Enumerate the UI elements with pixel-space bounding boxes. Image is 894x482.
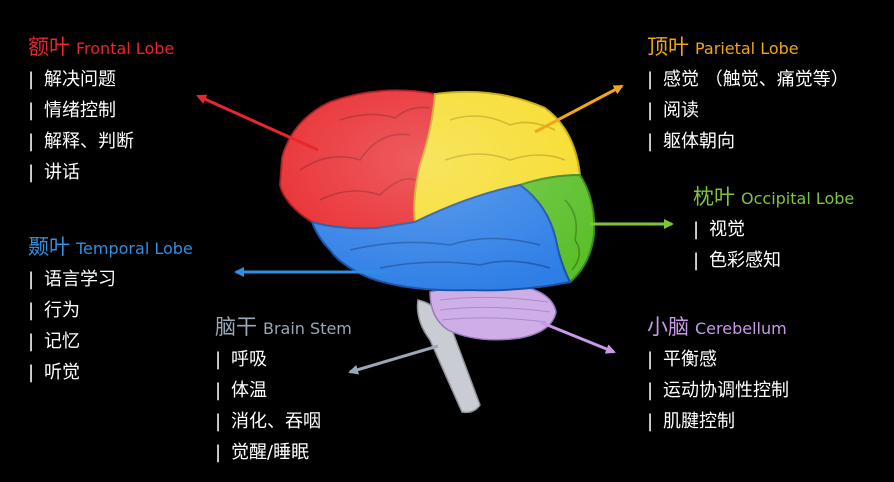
cerebellum-arrow	[539, 320, 616, 354]
occipital-lobe-label: 枕叶 Occipital Lobe |视觉 |色彩感知	[693, 184, 854, 282]
list-item: |行为	[28, 300, 80, 321]
parietal-title-en: Parietal Lobe	[695, 39, 799, 58]
parietal-title-zh: 顶叶	[647, 35, 689, 59]
list-item: |感觉 （触觉、痛觉等）	[647, 69, 849, 90]
temporal-title-en: Temporal Lobe	[76, 239, 193, 258]
brain-shine	[280, 90, 595, 291]
temporal-title-zh: 颞叶	[28, 235, 70, 259]
list-item: |呼吸	[215, 349, 267, 370]
frontal-title-zh: 额叶	[28, 35, 70, 59]
parietal-arrow	[534, 84, 624, 134]
list-item: |平衡感	[647, 349, 717, 370]
list-item: |觉醒/睡眠	[215, 442, 310, 463]
list-item: |体温	[215, 380, 267, 401]
cerebellum-title: 小脑 Cerebellum	[647, 314, 789, 342]
brainstem-title-zh: 脑干	[215, 315, 257, 339]
list-item: |解决问题	[28, 69, 116, 90]
parietal-lobe-title: 顶叶 Parietal Lobe	[647, 34, 849, 62]
occipital-title-en: Occipital Lobe	[741, 189, 855, 208]
cerebellum-label: 小脑 Cerebellum |平衡感 |运动协调性控制 |肌腱控制	[647, 314, 789, 443]
list-item: |讲话	[28, 162, 80, 183]
list-item: |解释、判断	[28, 131, 134, 152]
list-item: |视觉	[693, 219, 745, 240]
list-item: |听觉	[28, 362, 80, 383]
brainstem-title-en: Brain Stem	[263, 319, 352, 338]
list-item: |阅读	[647, 100, 699, 121]
parietal-lobe-label: 顶叶 Parietal Lobe |感觉 （触觉、痛觉等） |阅读 |躯体朝向	[647, 34, 849, 163]
frontal-lobe-title: 额叶 Frontal Lobe	[28, 34, 174, 62]
temporal-lobe-label: 颞叶 Temporal Lobe |语言学习 |行为 |记忆 |听觉	[28, 234, 193, 394]
list-item: |语言学习	[28, 269, 116, 290]
cerebellum-title-zh: 小脑	[647, 315, 689, 339]
list-item: |情绪控制	[28, 100, 116, 121]
occipital-title-zh: 枕叶	[693, 185, 735, 209]
frontal-arrow	[196, 94, 319, 152]
list-item: |色彩感知	[693, 250, 781, 271]
brainstem-arrow	[348, 344, 439, 375]
occipital-lobe-title: 枕叶 Occipital Lobe	[693, 184, 854, 212]
brainstem-title: 脑干 Brain Stem	[215, 314, 352, 342]
list-item: |肌腱控制	[647, 411, 735, 432]
list-item: |消化、吞咽	[215, 411, 321, 432]
cerebellum-folds	[439, 296, 551, 323]
brainstem-label: 脑干 Brain Stem |呼吸 |体温 |消化、吞咽 |觉醒/睡眠	[215, 314, 352, 474]
cerebellum-title-en: Cerebellum	[695, 319, 787, 338]
temporal-lobe-title: 颞叶 Temporal Lobe	[28, 234, 193, 262]
frontal-title-en: Frontal Lobe	[76, 39, 175, 58]
frontal-lobe-label: 额叶 Frontal Lobe |解决问题 |情绪控制 |解释、判断 |讲话	[28, 34, 174, 194]
list-item: |运动协调性控制	[647, 380, 789, 401]
list-item: |躯体朝向	[647, 131, 735, 152]
list-item: |记忆	[28, 331, 80, 352]
